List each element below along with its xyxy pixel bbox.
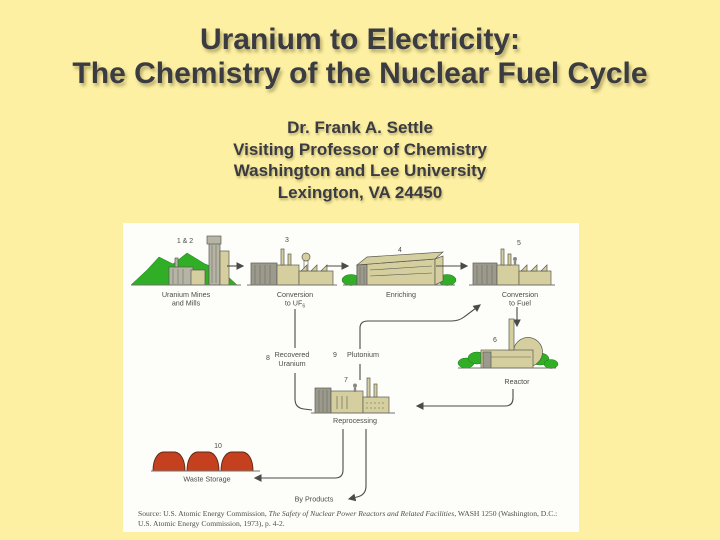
subtitle-author: Dr. Frank A. Settle (287, 118, 433, 137)
mines-label-2: and Mills (172, 299, 201, 308)
slide-subtitle: Dr. Frank A. Settle Visiting Professor o… (0, 117, 720, 203)
reprocessing-illustration (311, 377, 395, 414)
figure-source-citation: Source: U.S. Atomic Energy Commission, T… (123, 508, 579, 528)
conversion-uf6-label-2: to UF6 (285, 299, 306, 310)
recovered-uranium-number: 8 (266, 355, 270, 362)
mines-illustration (130, 235, 241, 286)
citation-suffix: , WASH 1250 (Washington, D.C.: U.S. Atom… (138, 509, 558, 528)
conversion-uf6-number: 3 (285, 237, 289, 244)
conversion-uf6-label-1: Conversion (277, 290, 313, 299)
conversion-fuel-label-1: Conversion (502, 290, 538, 299)
reactor-number: 6 (493, 337, 497, 344)
arrow-reprocessing-to-waste (253, 429, 344, 482)
enriching-label: Enriching (386, 290, 416, 299)
enriching-illustration (341, 251, 457, 286)
by-products-label: By Products (295, 495, 334, 504)
plutonium-number: 9 (333, 352, 337, 359)
plutonium-label: Plutonium (347, 350, 379, 359)
arrow-reprocessing-to-byproducts (347, 429, 367, 502)
citation-prefix: Source: U.S. Atomic Energy Commission, (138, 509, 269, 518)
waste-storage-label: Waste Storage (183, 475, 230, 484)
title-line-1: Uranium to Electricity: (199, 23, 521, 56)
line-recovered-uranium-lower (294, 373, 313, 411)
mines-label-1: Uranium Mines (162, 290, 211, 299)
fuel-cycle-diagram: 1 & 2 Uranium Mines and Mills (130, 235, 559, 504)
subtitle-role: Visiting Professor of Chemistry (233, 139, 487, 159)
waste-storage-illustration (151, 451, 260, 472)
waste-storage-number: 10 (214, 443, 222, 450)
arrow-reactor-to-reprocessing (415, 389, 514, 410)
reprocessing-label: Reprocessing (333, 416, 377, 425)
reactor-label: Reactor (504, 377, 530, 386)
recovered-uranium-label-2: Uranium (278, 359, 305, 368)
slide-title: Uranium to Electricity: The Chemistry of… (0, 0, 720, 91)
line-plutonium-to-fuel (359, 304, 481, 349)
conversion-fuel-number: 5 (517, 240, 521, 247)
fuel-cycle-figure: 1 & 2 Uranium Mines and Mills (123, 223, 579, 532)
title-line-2: The Chemistry of the Nuclear Fuel Cycle (72, 57, 648, 90)
recovered-uranium-label-1: Recovered (275, 350, 310, 359)
citation-title: The Safety of Nuclear Power Reactors and… (268, 509, 455, 518)
enriching-number: 4 (398, 247, 402, 254)
conversion-fuel-illustration (469, 248, 555, 286)
reprocessing-number: 7 (344, 377, 348, 384)
conversion-uf6-illustration (247, 248, 337, 286)
subtitle-university: Washington and Lee University (233, 161, 487, 180)
mines-number: 1 & 2 (177, 238, 193, 245)
subtitle-location: Lexington, VA 24450 (277, 182, 443, 202)
conversion-fuel-label-2: to Fuel (509, 299, 531, 308)
reactor-illustration (457, 318, 559, 369)
